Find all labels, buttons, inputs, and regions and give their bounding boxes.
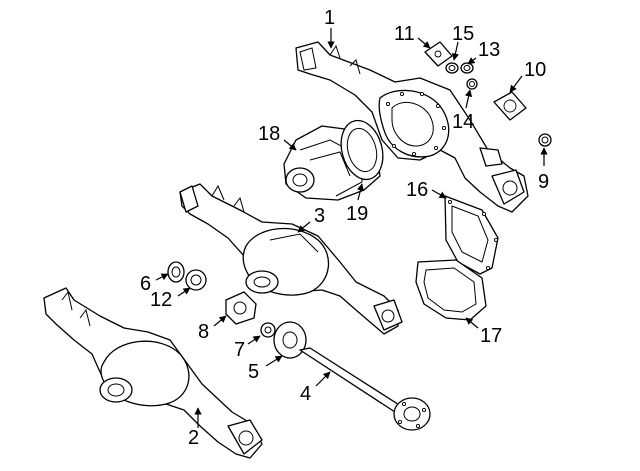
callout-leaders <box>155 28 548 428</box>
callout-16: 16 <box>406 179 428 201</box>
cover-16 <box>444 195 499 275</box>
callout-labels: 1 2 3 4 5 6 7 8 9 10 11 12 13 14 15 16 1… <box>140 7 549 449</box>
seal-14 <box>466 78 478 90</box>
leader-4 <box>315 371 331 387</box>
retainer-8 <box>225 291 257 325</box>
callout-4: 4 <box>300 383 311 405</box>
callout-10: 10 <box>524 59 546 81</box>
leader-8 <box>213 315 227 327</box>
axle-shaft-4 <box>299 347 431 431</box>
axle-housing-lower <box>43 287 263 459</box>
leader-18 <box>283 139 297 151</box>
seal-6 <box>167 261 185 283</box>
callout-18: 18 <box>258 123 280 145</box>
callout-19: 19 <box>346 203 368 225</box>
leader-7 <box>247 335 261 345</box>
gasket-plate-11 <box>424 41 453 67</box>
callout-13: 13 <box>478 39 500 61</box>
leader-6 <box>155 273 169 281</box>
axle-housing-middle <box>179 183 403 335</box>
leader-12 <box>177 287 191 297</box>
leader-5 <box>265 355 283 367</box>
callout-3: 3 <box>314 205 325 227</box>
leader-16 <box>431 189 447 199</box>
leader-3 <box>297 221 311 233</box>
seal-9 <box>538 133 552 147</box>
callout-5: 5 <box>248 361 259 383</box>
callout-14: 14 <box>452 111 474 133</box>
callout-11: 11 <box>394 23 415 45</box>
callout-6: 6 <box>140 273 151 295</box>
leader-10 <box>509 75 523 93</box>
bearing-plate-10 <box>493 91 527 121</box>
callout-17: 17 <box>480 325 502 347</box>
seal-13 <box>460 62 474 74</box>
leader-13 <box>467 57 477 65</box>
leader-11 <box>417 37 431 49</box>
callout-9: 9 <box>538 171 549 193</box>
leader-15 <box>451 41 459 61</box>
callout-7: 7 <box>234 339 245 361</box>
callout-1: 1 <box>324 7 335 29</box>
callout-2: 2 <box>188 427 199 449</box>
callout-8: 8 <box>198 321 209 343</box>
callout-15: 15 <box>452 23 474 45</box>
callout-12: 12 <box>150 289 172 311</box>
axle-housing-upper <box>295 41 529 213</box>
seal-15 <box>445 62 459 74</box>
leader-17 <box>465 317 479 329</box>
leader-19 <box>356 183 364 201</box>
carrier-gasket-19 <box>340 119 384 181</box>
bearing-12 <box>185 269 207 291</box>
seal-7 <box>260 322 276 338</box>
retainer-plate-5 <box>273 321 307 359</box>
leader-14 <box>465 89 473 109</box>
